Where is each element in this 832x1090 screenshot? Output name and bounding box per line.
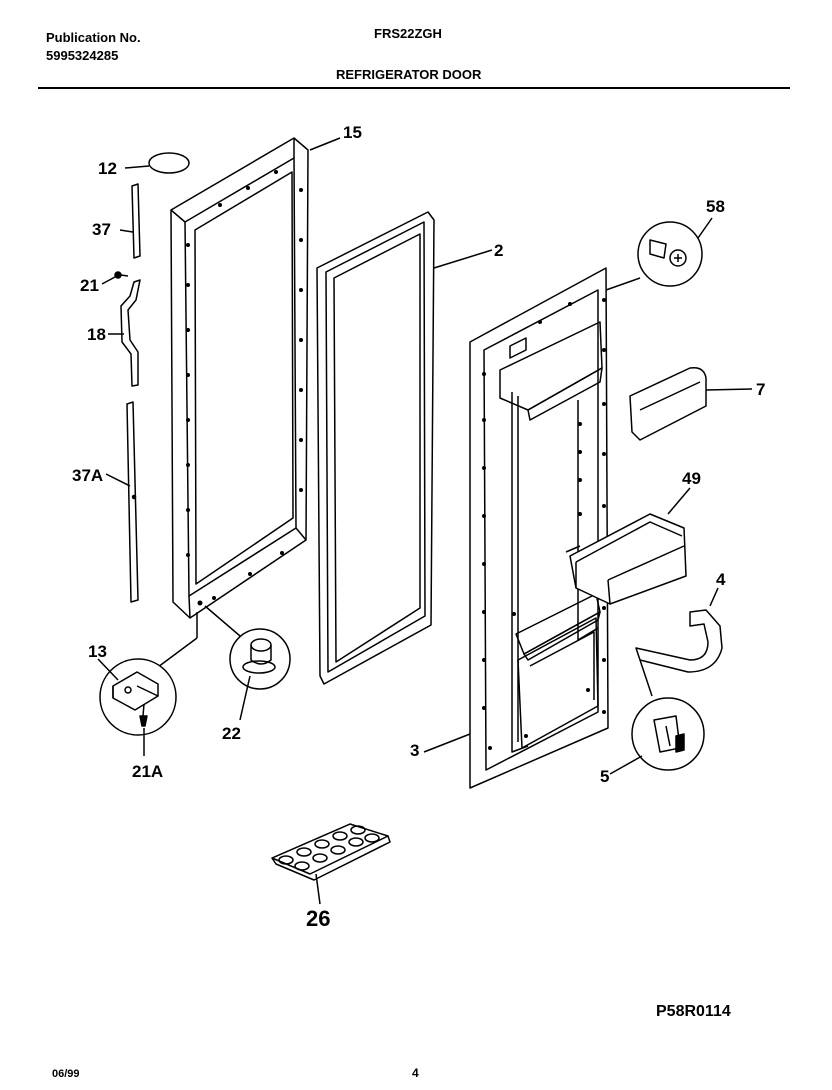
screw-detail-part-58 xyxy=(637,217,713,287)
door-bin-part-49 xyxy=(565,487,691,605)
callout-13: 13 xyxy=(88,642,107,661)
screw-part-21 xyxy=(101,271,129,285)
egg-tray-part-26 xyxy=(271,823,391,905)
screw-part-21a xyxy=(139,715,148,756)
clip-detail-part-5 xyxy=(609,697,705,775)
publication-number: 5995324285 xyxy=(46,48,119,63)
frame-screw-dots xyxy=(186,170,303,606)
callout-37: 37 xyxy=(92,220,111,239)
handle-part-18 xyxy=(108,279,141,387)
cam-detail-part-22 xyxy=(204,605,291,721)
callout-22: 22 xyxy=(222,724,241,743)
publication-label: Publication No. xyxy=(46,30,141,45)
model-number: FRS22ZGH xyxy=(374,26,442,41)
liner-screw-dots xyxy=(482,298,606,750)
callout-5: 5 xyxy=(600,767,610,786)
door-gasket-part-2 xyxy=(316,211,493,685)
callout-26: 26 xyxy=(306,906,331,931)
lower-trim-part-37a xyxy=(105,401,139,603)
header-divider xyxy=(38,87,790,89)
callout-18: 18 xyxy=(87,325,106,344)
callout-3: 3 xyxy=(410,741,420,760)
callout-21: 21 xyxy=(80,276,99,295)
upper-trim-part-37 xyxy=(119,183,141,259)
callout-2: 2 xyxy=(494,241,504,260)
callout-4: 4 xyxy=(716,570,726,589)
callout-37a: 37A xyxy=(72,466,104,485)
callout-7: 7 xyxy=(756,380,766,399)
dairy-cover-part-7 xyxy=(629,366,753,441)
hinge-detail-part-13 xyxy=(97,612,198,736)
callout-15: 15 xyxy=(343,123,362,142)
callout-12: 12 xyxy=(98,159,117,178)
plug-part-12 xyxy=(124,152,190,174)
bin-support-part-4 xyxy=(635,587,723,697)
callout-49: 49 xyxy=(682,469,701,488)
callout-58: 58 xyxy=(706,197,725,216)
inner-door-liner-part-3 xyxy=(423,267,641,789)
callout-21a: 21A xyxy=(132,762,164,781)
footer-date: 06/99 xyxy=(52,1068,80,1080)
drawing-code: P58R0114 xyxy=(656,1003,731,1020)
section-title: REFRIGERATOR DOOR xyxy=(336,67,482,82)
outer-door-frame-part-15 xyxy=(170,137,341,619)
page-number: 4 xyxy=(412,1066,419,1080)
